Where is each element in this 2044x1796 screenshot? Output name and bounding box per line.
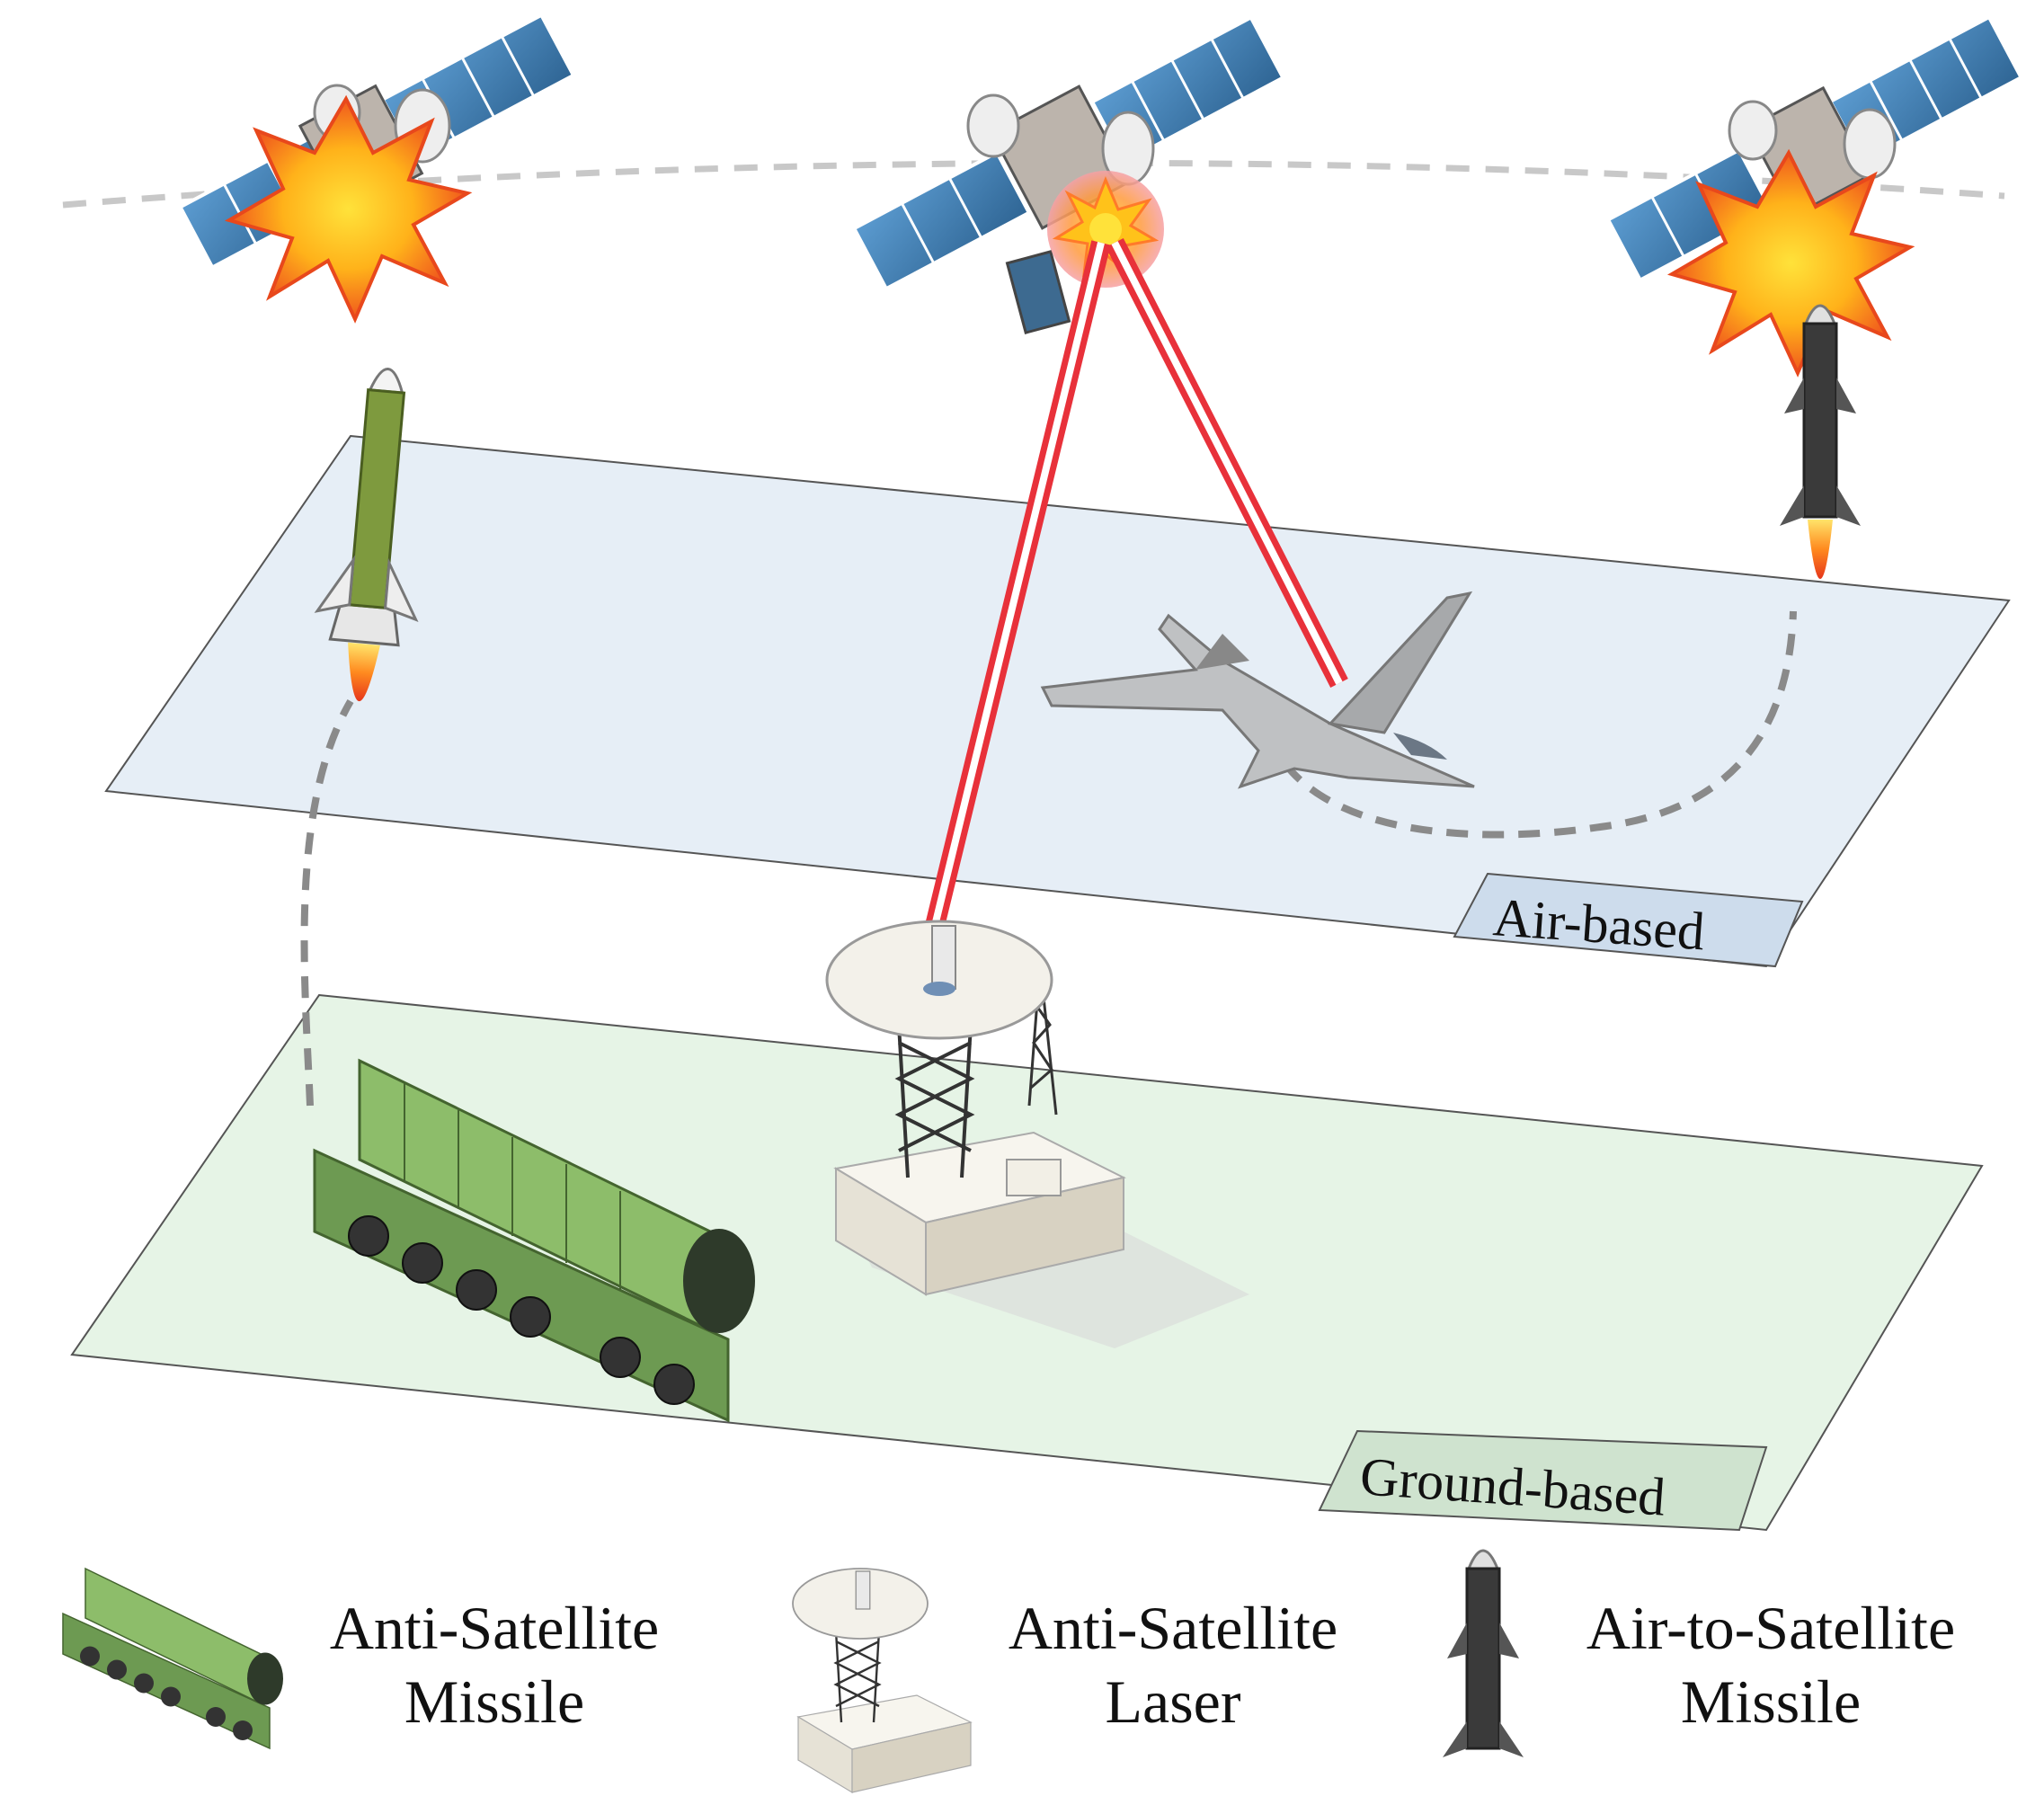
- ground-missile-icon: [314, 368, 419, 702]
- ground-missile-trajectory: [300, 698, 354, 1107]
- air-missile-trajectory: [1282, 610, 1797, 839]
- laser-beam-air: [1106, 238, 1348, 688]
- legend-laser-station-icon: [792, 1568, 973, 1794]
- laser-impact-flash-icon: [1047, 171, 1164, 288]
- legend-air-missile-icon: [1443, 1549, 1524, 1757]
- legend-truck-icon: [62, 1567, 283, 1750]
- explosion-left-icon: [224, 94, 473, 324]
- legend-label-anti-satellite-laser: Anti-Satellite Laser: [1008, 1594, 1338, 1736]
- satellite-right: [1605, 14, 2024, 283]
- missile-launcher-truck-icon: [313, 1058, 755, 1423]
- fighter-jet-icon: [1040, 591, 1475, 789]
- legend-label-air-to-satellite-missile: Air-to-Satellite Missile: [1586, 1594, 1956, 1736]
- legend-label-anti-satellite-missile: Anti-Satellite Missile: [329, 1594, 660, 1736]
- laser-dish-station-icon: [825, 920, 1249, 1348]
- air-plane-label: Air-based: [1491, 887, 1706, 961]
- ground-label-tab: [1318, 1429, 1768, 1532]
- air-missile-icon: [1780, 304, 1861, 579]
- explosion-right-icon: [1666, 148, 1915, 378]
- air-label-tab: [1453, 872, 1804, 968]
- laser-beam-ground: [925, 240, 1111, 929]
